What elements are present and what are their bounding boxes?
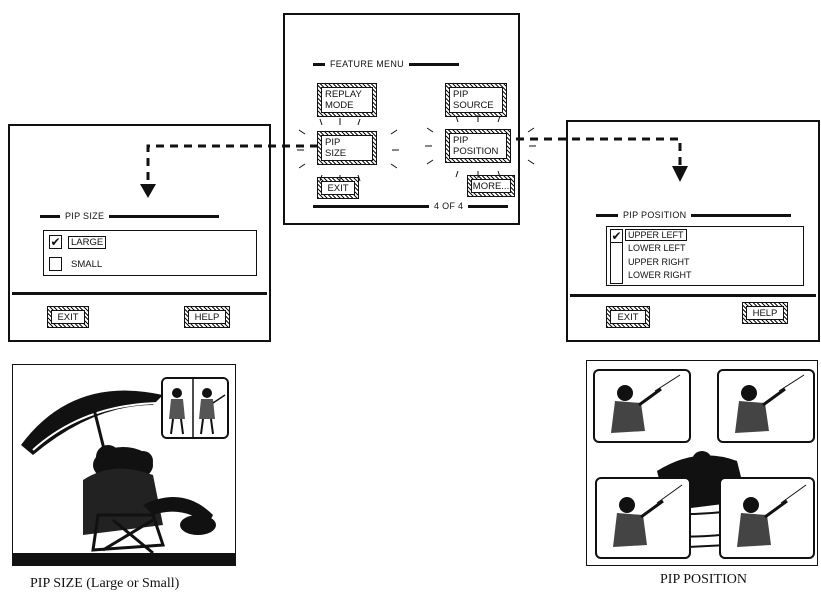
upper-left-option[interactable]: UPPER LEFT [625, 229, 687, 241]
pip-position-illustration [586, 360, 818, 566]
pip-frame-upper-left [593, 369, 691, 443]
pip-frame-lower-right [719, 477, 815, 559]
checkmark-icon: ✔ [50, 235, 61, 249]
page-indicator-row: 4 OF 4 [313, 201, 509, 211]
pip-size-title-row: PIP SIZE [40, 211, 220, 221]
pip-position-label-2: POSITION [453, 146, 499, 157]
small-option[interactable]: SMALL [71, 259, 103, 270]
pip-position-exit-label: EXIT [617, 311, 639, 323]
large-option[interactable]: LARGE [68, 236, 107, 249]
pip-source-label-2: SOURCE [453, 100, 494, 111]
pip-size-help-label: HELP [194, 311, 220, 323]
upper-left-checkbox[interactable]: ✔ [610, 229, 623, 243]
pip-position-panel: PIP POSITION ✔ UPPER LEFT LOWER LEFT UPP… [566, 120, 820, 342]
pip-position-title-row: PIP POSITION [596, 210, 792, 220]
dashed-arrow-icon [146, 144, 318, 188]
more-button[interactable]: MORE... [467, 175, 515, 197]
checkmark-icon: ✔ [611, 229, 622, 243]
pip-size-title: PIP SIZE [65, 211, 105, 221]
pip-inset-window [161, 377, 229, 439]
feature-menu-title: FEATURE MENU [330, 59, 404, 69]
pip-size-help-button[interactable]: HELP [184, 306, 230, 328]
exit-label: EXIT [327, 182, 349, 194]
small-checkbox[interactable] [49, 257, 62, 271]
replay-mode-button[interactable]: REPLAY MODE [317, 83, 377, 117]
pip-size-label-1: PIP [325, 137, 341, 148]
exit-button[interactable]: EXIT [317, 177, 359, 199]
arrow-head-right [672, 166, 688, 182]
pip-position-help-button[interactable]: HELP [742, 302, 788, 324]
feature-menu-title-row: FEATURE MENU [313, 59, 459, 69]
pip-position-caption: PIP POSITION [660, 572, 747, 587]
more-label: MORE... [472, 180, 510, 192]
pip-size-button[interactable]: PIP SIZE [317, 131, 377, 165]
arrow-head-left [140, 184, 156, 198]
pip-size-exit-label: EXIT [57, 311, 79, 323]
pip-size-label-2: SIZE [325, 148, 347, 159]
pip-position-exit-button[interactable]: EXIT [606, 306, 650, 328]
pip-frame-upper-right [717, 369, 815, 443]
checkbox-column [610, 243, 623, 284]
pip-position-help-label: HELP [752, 307, 778, 319]
pip-position-divider [570, 294, 816, 297]
beach-scene-illustration [13, 390, 235, 565]
page-indicator: 4 OF 4 [434, 201, 464, 211]
pip-size-exit-button[interactable]: EXIT [47, 306, 89, 328]
pip-position-highlight-rays [425, 115, 536, 178]
replay-mode-label-1: REPLAY [325, 89, 362, 100]
upper-right-option[interactable]: UPPER RIGHT [628, 257, 690, 267]
feature-menu-panel: FEATURE MENU REPLAY MODE PIP SIZE EXIT P… [283, 13, 520, 225]
lower-left-option[interactable]: LOWER LEFT [628, 243, 686, 253]
pip-source-button[interactable]: PIP SOURCE [445, 83, 507, 117]
dashed-arrow-icon [516, 137, 682, 170]
pip-size-panel: PIP SIZE ✔ LARGE SMALL EXIT HELP [8, 124, 271, 342]
pip-position-button[interactable]: PIP POSITION [445, 129, 511, 163]
large-checkbox[interactable]: ✔ [49, 235, 62, 249]
pip-source-label-1: PIP [453, 89, 469, 100]
pip-size-illustration [12, 364, 236, 566]
lower-right-option[interactable]: LOWER RIGHT [628, 270, 692, 280]
pip-size-caption: PIP SIZE (Large or Small) [30, 576, 180, 591]
pip-size-divider [12, 292, 267, 295]
pip-frame-lower-left [595, 477, 691, 559]
pip-position-label-1: PIP [453, 135, 469, 146]
pip-position-title: PIP POSITION [623, 210, 687, 220]
pip-size-highlight-rays [297, 118, 399, 182]
pip-size-option-list: ✔ LARGE SMALL [43, 230, 257, 276]
pip-inset-figures [163, 379, 227, 437]
replay-mode-label-2: MODE [325, 100, 354, 111]
pip-position-option-list: ✔ UPPER LEFT LOWER LEFT UPPER RIGHT LOWE… [606, 226, 804, 286]
